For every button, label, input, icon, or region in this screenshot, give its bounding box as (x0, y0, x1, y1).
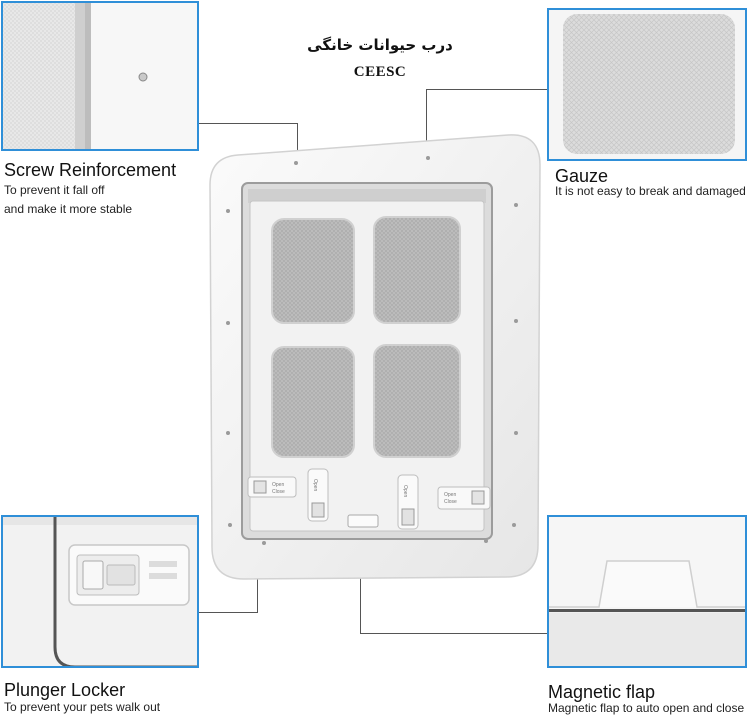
screw-reinforcement-desc-line1: To prevent it fall off (4, 183, 105, 197)
left-plunger-close-label: Close (272, 489, 285, 495)
left-vertical-open-label: Open (312, 479, 318, 491)
magnetic-flap-title: Magnetic flap (548, 682, 656, 702)
gauze-closeup-panel (547, 8, 747, 161)
left-plunger-open-label: Open (272, 482, 284, 488)
screw-leader-line-h (199, 123, 298, 124)
gauze-desc: It is not easy to break and damaged (555, 184, 746, 198)
plunger-closeup-image (3, 517, 197, 666)
right-plunger-close-label: Close (444, 499, 457, 505)
right-vertical-open-label: Open (402, 485, 408, 497)
magnetic-flap-closeup-panel (547, 515, 747, 668)
right-plunger-open-label: Open (444, 492, 456, 498)
plunger-locker-desc: To prevent your pets walk out (4, 700, 161, 714)
screw-reinforcement-desc-line2: and make it more stable (4, 202, 133, 216)
screw-closeup-image (3, 3, 197, 149)
product-title-persian: درب حیوانات خانگی (307, 36, 453, 54)
magnetic-leader-line-h (360, 633, 547, 634)
screw-closeup-panel (1, 1, 199, 151)
gauze-closeup-image (549, 10, 745, 159)
brand-name: CEESC (353, 64, 407, 80)
gauze-leader-line-h (426, 89, 547, 90)
plunger-closeup-panel (1, 515, 199, 668)
plunger-locker-title: Plunger Locker (4, 680, 126, 700)
pet-door-product-image: Open Close Open Open Open Close (209, 134, 541, 580)
screw-leader-line-v (297, 123, 298, 161)
gauze-title: Gauze (555, 166, 609, 186)
screw-reinforcement-title: Screw Reinforcement (4, 160, 177, 180)
magnetic-flap-closeup-image (549, 517, 745, 666)
magnetic-flap-desc: Magnetic flap to auto open and close (548, 701, 745, 715)
plunger-leader-line-h (199, 612, 258, 613)
